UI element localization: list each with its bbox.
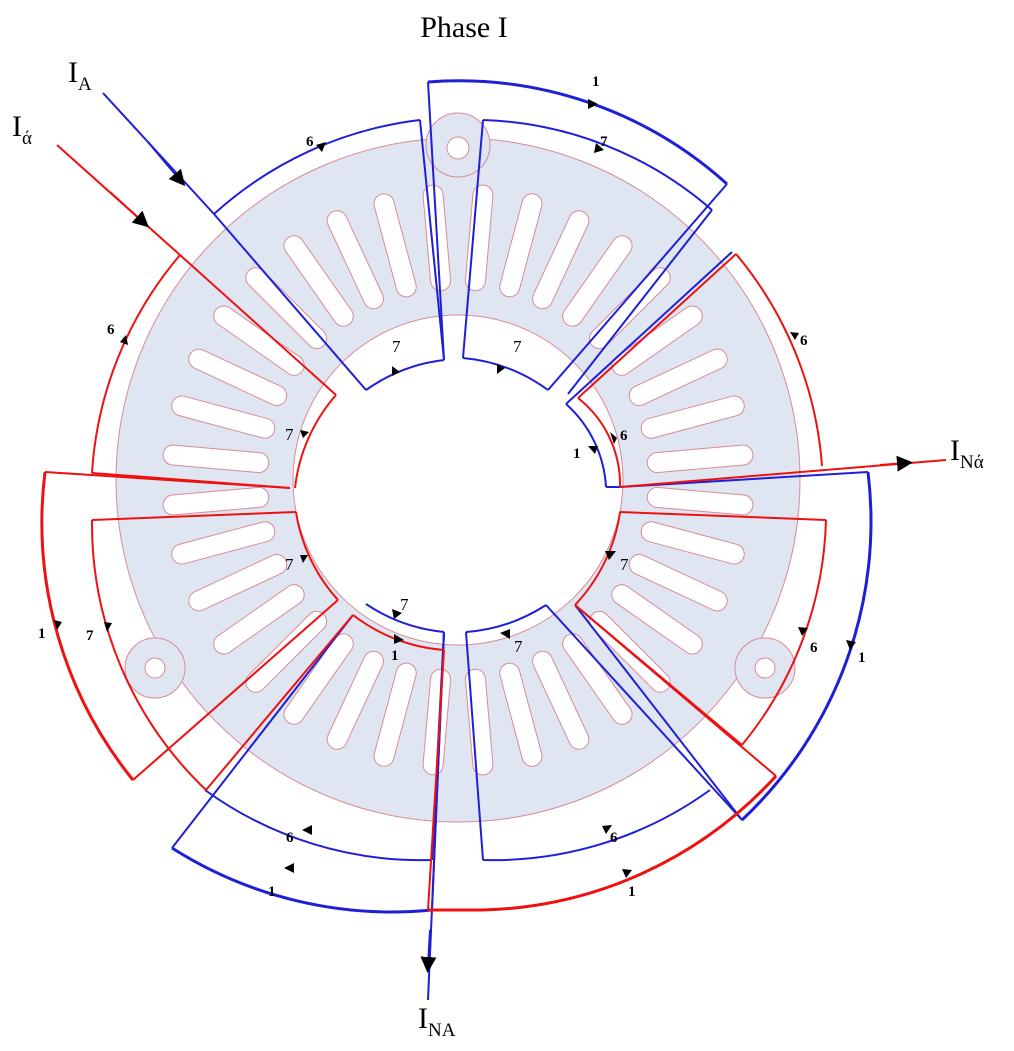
label-top-outer: 1: [592, 74, 600, 90]
stator-slot: [326, 210, 384, 310]
label-bottom-left-outer: 1: [268, 884, 276, 900]
coil-a-bottom-right-inner: [465, 604, 547, 633]
coil-a-top-middle: [482, 119, 713, 211]
coil-alpha-left-lower-middle: [90, 519, 207, 791]
label-right-inner-lower: 7: [620, 555, 629, 574]
diagram-title: Phase I: [420, 11, 507, 44]
coil-alpha-left-inner: [294, 394, 337, 489]
coil-a-top-inner-left: [365, 359, 445, 391]
stator-slot: [188, 348, 288, 406]
coil-alpha-bottom-outer: [428, 774, 778, 912]
coil-alpha-right-lower-middle: [741, 519, 827, 746]
coil-labels: 1 6 7 6 6 7 7 6 1 7 7 7 1 7 7 1 7 6 1 6 …: [38, 74, 866, 900]
stator-bore: [292, 314, 624, 646]
stator-slot: [532, 650, 590, 750]
label-right-lower-middle: 6: [810, 640, 818, 656]
coil-a-bottom-left-inner: [365, 603, 445, 633]
stator-slot: [171, 521, 276, 565]
coil-a-top-left: [213, 119, 421, 215]
label-bottom-right-outer: 1: [628, 884, 636, 900]
stator-slot: [171, 395, 276, 439]
stator-core: [115, 112, 801, 823]
stator-slot: [213, 584, 305, 655]
coil-a-top-inner-right: [462, 357, 549, 391]
terminal-ialpha: Iά: [12, 110, 32, 149]
label-right-upper-middle: 6: [800, 333, 808, 349]
stator-slots: [162, 184, 754, 776]
label-top-right-middle: 7: [600, 134, 608, 150]
label-top-inner-right: 7: [513, 337, 522, 356]
stator-slot: [628, 348, 728, 406]
winding-phase-alpha: [40, 144, 947, 912]
stator-slot: [562, 633, 633, 725]
coil-alpha-left-lower-inner: [295, 511, 339, 601]
label-bottom-right-middle: 6: [610, 830, 618, 846]
label-left-upper-middle: 6: [107, 322, 115, 338]
label-bottom-inner-right: 7: [514, 637, 523, 656]
terminal-ina: INA: [418, 1002, 456, 1041]
stator-slot: [646, 486, 754, 516]
coil-alpha-left-outer: [40, 471, 135, 781]
label-right-inner-6: 6: [620, 428, 628, 444]
stator-slot: [499, 662, 543, 767]
coil-alpha-right-upper-middle: [735, 253, 823, 467]
terminal-ia: IA: [68, 56, 92, 95]
coil-direction-arrows: [54, 99, 856, 878]
label-right-inner-1: 1: [573, 446, 581, 462]
coil-a-right-outer: [740, 471, 873, 822]
stator-slot: [532, 210, 590, 310]
mount-hole-right: [754, 657, 776, 679]
coil-alpha-right-upper-inner: [577, 397, 622, 488]
label-left-outer: 1: [38, 626, 46, 642]
label-bottom-inner-1: 1: [391, 648, 399, 664]
stator-slot: [373, 662, 417, 767]
coil-a-bottom-right-middle: [482, 789, 711, 862]
label-top-inner-left: 7: [392, 337, 401, 356]
label-left-inner-lower: 7: [285, 555, 294, 574]
coil-alpha-right-lower-inner: [574, 511, 621, 606]
stator-slot: [162, 486, 270, 516]
coil-a-bottom-left-middle: [204, 789, 433, 862]
stator-slot: [373, 193, 417, 298]
mount-hole-left: [144, 657, 166, 679]
stator-slot: [162, 444, 270, 474]
stator-slot: [283, 633, 354, 725]
label-left-inner-upper: 7: [285, 425, 294, 444]
label-bottom-left-middle: 6: [286, 830, 294, 846]
stator-slot: [283, 235, 354, 327]
stator-slot: [188, 554, 288, 612]
stator-slot: [646, 444, 754, 474]
stator-slot: [245, 267, 328, 350]
stator-slot: [640, 395, 745, 439]
stator-slot: [628, 554, 728, 612]
terminal-inalpha: INά: [950, 434, 984, 473]
label-left-lower-middle: 7: [86, 628, 94, 644]
coil-a-top-outer: [427, 79, 729, 186]
stator-slot: [213, 305, 305, 376]
stator-slot: [611, 584, 703, 655]
stator-slot: [464, 184, 494, 292]
coil-alpha-left-middle: [91, 254, 181, 474]
stator-slot: [562, 235, 633, 327]
stator-slot: [245, 610, 328, 693]
mount-hole-top: [446, 136, 470, 160]
stator-slot: [499, 193, 543, 298]
label-right-outer: 1: [858, 650, 866, 666]
stator-slot: [464, 668, 494, 776]
label-top-left-middle: 6: [306, 134, 314, 150]
stator-slot: [326, 650, 384, 750]
label-bottom-inner-upper: 7: [400, 595, 409, 614]
coil-a-bottom-left-outer: [171, 846, 433, 914]
coil-a-right-inner: [565, 403, 607, 488]
terminal-labels: IA Iά INά INA: [12, 56, 984, 1041]
stator-slot: [640, 521, 745, 565]
